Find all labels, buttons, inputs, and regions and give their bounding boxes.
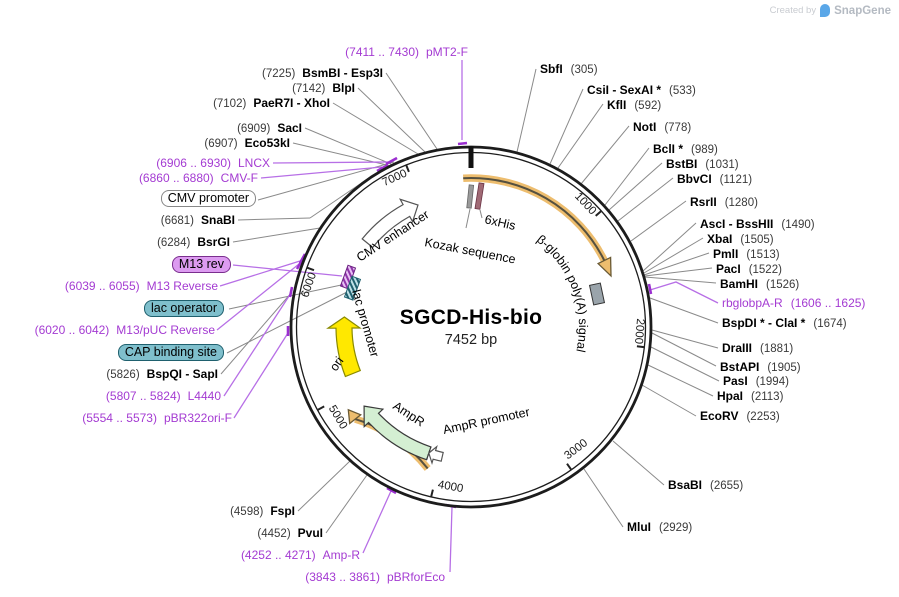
- lac-operator-box-label[interactable]: lac operator: [143, 300, 224, 317]
- primer-label-pbrforeco[interactable]: (3843 .. 3861)pBRforEco: [305, 570, 445, 584]
- primer-label-amp-r[interactable]: (4252 .. 4271)Amp-R: [240, 548, 360, 562]
- enzyme-label-draiii[interactable]: DraIII(1881): [722, 341, 794, 356]
- ampr-gene-arrow[interactable]: [363, 405, 432, 461]
- plasmid-name: SGCD-His-bio: [399, 306, 543, 329]
- tick-label-5000: 5000: [326, 403, 349, 431]
- branding: Created by SnapGene: [770, 4, 891, 17]
- enzyme-label-pmli[interactable]: PmlI(1513): [713, 247, 780, 262]
- ampr-promoter-label[interactable]: AmpR promoter: [442, 405, 531, 437]
- enzyme-label-rsrii[interactable]: RsrII(1280): [690, 195, 758, 210]
- primer-label-m13-puc-reverse[interactable]: (6020 .. 6042)M13/pUC Reverse: [34, 323, 215, 337]
- primer-label-lncx[interactable]: (6906 .. 6930)LNCX: [156, 156, 270, 170]
- enzyme-label-bstbi[interactable]: BstBI(1031): [666, 157, 739, 172]
- lac-operator-site-box[interactable]: [343, 275, 362, 301]
- kozak-bar[interactable]: [466, 184, 475, 209]
- enzyme-label-sbfi[interactable]: SbfI(305): [540, 62, 598, 77]
- ori-label[interactable]: ori: [327, 354, 346, 373]
- kb-ticks: [306, 164, 645, 498]
- kozak-connector: [465, 208, 471, 229]
- enzyme-label-csii-sexai[interactable]: CsiI - SexAI *(533): [587, 83, 696, 98]
- his6-label[interactable]: 6xHis: [483, 212, 517, 233]
- snapgene-brand-text: SnapGene: [834, 4, 891, 17]
- primer-label-m13-reverse[interactable]: (6039 .. 6055)M13 Reverse: [64, 279, 218, 293]
- enzyme-label-xbai[interactable]: XbaI(1505): [707, 232, 774, 247]
- plasmid-size: 7452 bp: [444, 332, 498, 348]
- tick-label-2000: 2000: [632, 318, 646, 345]
- cmv-promoter-box-label[interactable]: CMV promoter: [160, 190, 256, 207]
- enzyme-label-bspdi-clai[interactable]: BspDI * - ClaI *(1674): [722, 316, 847, 331]
- enzyme-label-hpai[interactable]: HpaI(2113): [717, 389, 784, 404]
- enzyme-label-bspqi-sapi[interactable]: (5826)BspQI - SapI: [106, 367, 218, 382]
- ori-arrow[interactable]: [326, 316, 362, 378]
- m13-rev-box-label[interactable]: M13 rev: [171, 256, 231, 273]
- created-by-text: Created by: [769, 5, 817, 16]
- tick-label-7000: 7000: [381, 168, 409, 189]
- enzyme-label-saci[interactable]: (6909)SacI: [237, 121, 302, 136]
- ampr-promoter-arrow[interactable]: [428, 445, 444, 466]
- plasmid-title: SGCD-His-bio 7452 bp: [400, 306, 542, 348]
- enzyme-label-mlui[interactable]: MluI(2929): [627, 520, 693, 535]
- enzyme-label-fspi[interactable]: (4598)FspI: [230, 504, 295, 519]
- origin-tick: [468, 146, 474, 168]
- enzyme-label-pvui[interactable]: (4452)PvuI: [257, 526, 323, 541]
- primer-label-l4440[interactable]: (5807 .. 5824)L4440: [105, 389, 221, 403]
- his6-connector: [479, 209, 483, 219]
- enzyme-label-paci[interactable]: PacI(1522): [716, 262, 782, 277]
- primer-site-ticks: [286, 141, 653, 509]
- enzyme-label-eco53ki[interactable]: (6907)Eco53kI: [204, 136, 290, 151]
- bglobin-polya-box[interactable]: [588, 282, 606, 306]
- kozak-label[interactable]: Kozak sequence: [423, 235, 516, 266]
- primer-label-cmvf[interactable]: (6860 .. 6880)CMV-F: [138, 171, 258, 185]
- enzyme-label-pasi[interactable]: PasI(1994): [723, 374, 789, 389]
- primer-label-pbr322ori-f[interactable]: (5554 .. 5573)pBR322ori-F: [82, 411, 232, 425]
- cap-binding-site-box-label[interactable]: CAP binding site: [117, 344, 224, 361]
- enzyme-label-blpi[interactable]: (7142)BlpI: [292, 81, 355, 96]
- enzyme-label-bstapi[interactable]: BstAPI(1905): [720, 360, 801, 375]
- enzyme-label-bsabi[interactable]: BsaBI(2655): [668, 478, 744, 493]
- enzyme-label-bbvci[interactable]: BbvCI(1121): [677, 172, 753, 187]
- enzyme-label-kfli[interactable]: KflI(592): [607, 98, 662, 113]
- enzyme-label-asci-bsshii[interactable]: AscI - BssHII(1490): [700, 217, 815, 232]
- primer-label-rbglobpa-r[interactable]: rbglobpA-R(1606 .. 1625): [722, 296, 866, 310]
- bglobin-polya-label[interactable]: β-globin poly(A) signal: [534, 232, 590, 353]
- enzyme-label-bamhi[interactable]: BamHI(1526): [720, 277, 800, 292]
- cmv-enhancer-arrow[interactable]: [361, 198, 419, 249]
- primer-label-pmt2f[interactable]: (7411 .. 7430)pMT2-F: [345, 45, 468, 59]
- enzyme-label-noti[interactable]: NotI(778): [633, 120, 692, 135]
- enzyme-label-bsrgi[interactable]: (6284)BsrGI: [157, 235, 230, 250]
- his6-bar[interactable]: [474, 182, 485, 210]
- ampr-label[interactable]: AmpR: [390, 399, 427, 430]
- snapgene-logo-icon: [820, 4, 831, 17]
- enzyme-label-ecorv[interactable]: EcoRV(2253): [700, 409, 780, 424]
- enzyme-label-paer7i-xhoi[interactable]: (7102)PaeR7I - XhoI: [213, 96, 330, 111]
- orf-arrow-sgcd[interactable]: [463, 174, 612, 278]
- enzyme-label-bcli[interactable]: BclI *(989): [653, 142, 718, 157]
- primer-callout-lines: [216, 60, 719, 573]
- enzyme-label-snabi[interactable]: (6681)SnaBI: [160, 213, 235, 228]
- tick-label-6000: 6000: [299, 271, 319, 299]
- tick-label-4000: 4000: [437, 479, 464, 495]
- enzyme-label-bsmbi-esp3i[interactable]: (7225)BsmBI - Esp3I: [262, 66, 383, 81]
- enzyme-callout-lines: [220, 68, 720, 534]
